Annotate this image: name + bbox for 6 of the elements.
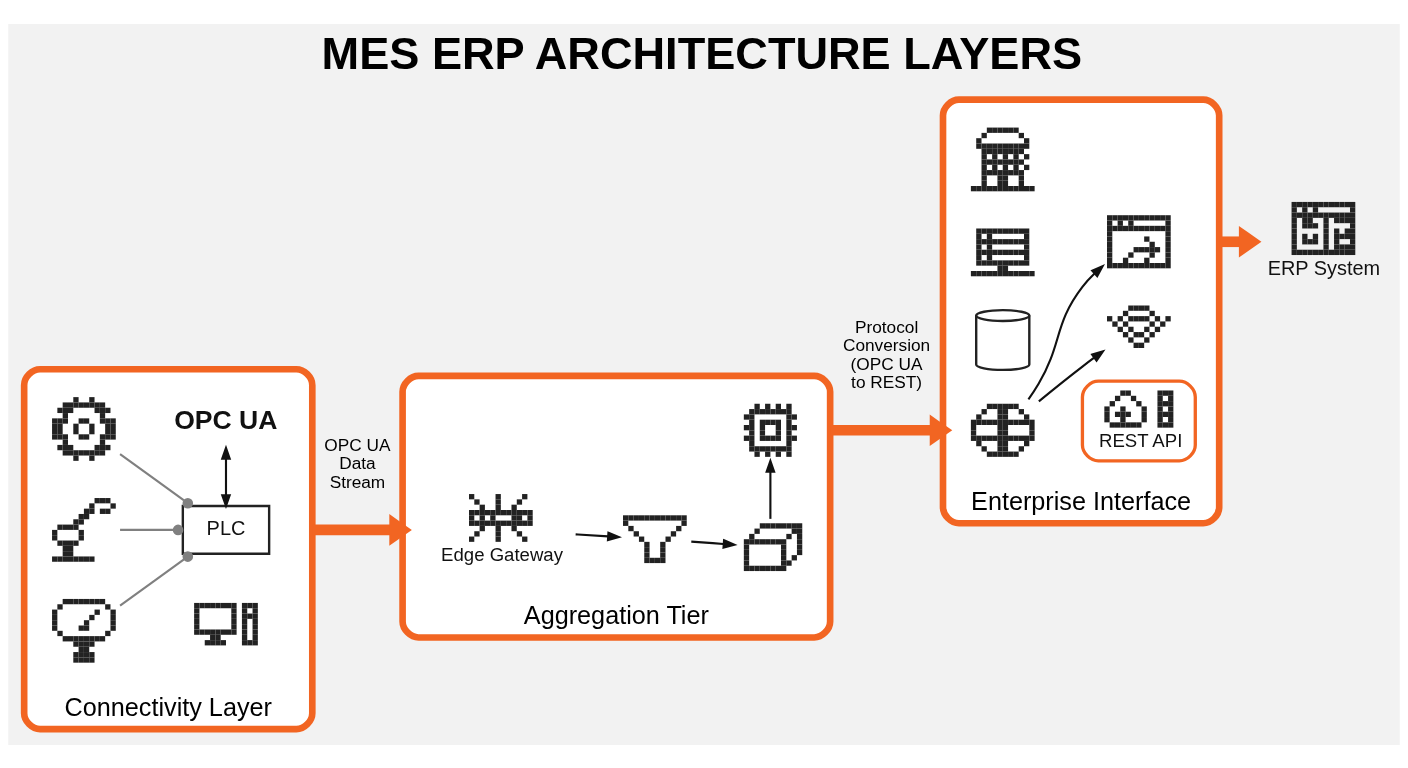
node-text: ERP System [1267, 256, 1381, 279]
edge-label: OPC UA Data Stream [324, 434, 391, 492]
diagram-title: MES ERP ARCHITECTURE LAYERS [321, 27, 1083, 79]
node-text: OPC UA [174, 404, 278, 435]
edge-label: Protocol Conversion (OPC UA to REST) [842, 316, 931, 392]
node-text: Edge Gateway [441, 543, 563, 565]
